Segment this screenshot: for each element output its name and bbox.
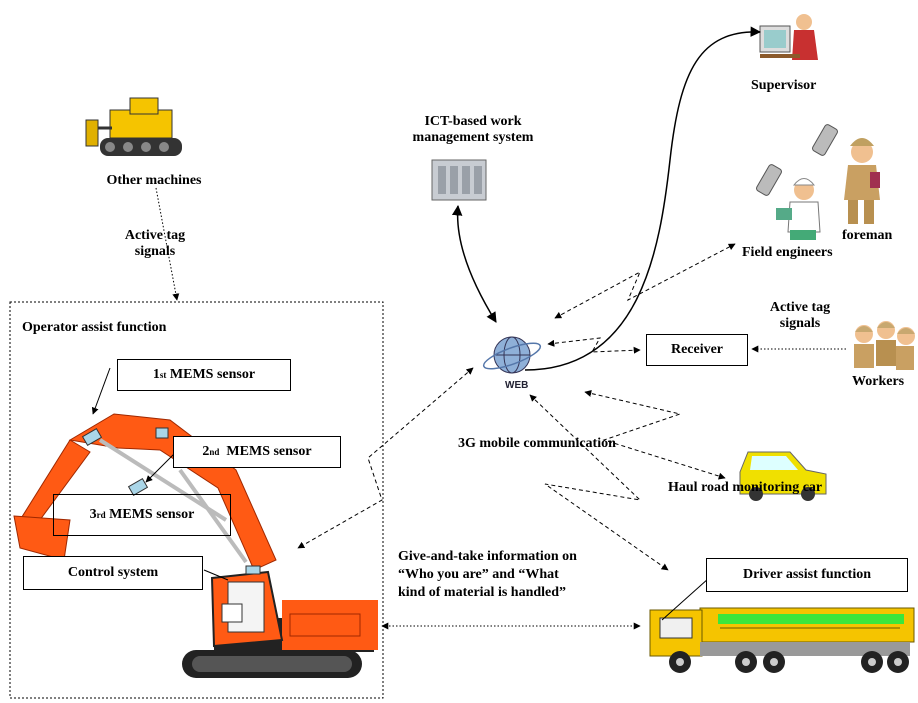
web-car-link [584,390,726,480]
other-machines-tag-line [155,187,180,301]
mems2-num: 2 [202,444,210,459]
operator-assist-title: Operator assist function [22,320,167,335]
mems3-num: 3 [89,507,97,522]
other-machines-label: Other machines [106,173,202,188]
mems1-pointer [91,367,111,415]
supervisor-label: Supervisor [751,78,817,93]
workers-icon [854,321,915,370]
give-take-line-3: kind of material is handled” [398,585,567,601]
car-icon [739,451,827,501]
control-system-box: Control system [23,556,203,590]
give-take-line-1: Give-and-take information on [398,549,577,564]
driver-assist-box: Driver assist function [706,558,908,592]
mems1-sup: st [159,370,167,380]
give-take-label: Give-and-take information on “Who you ar… [398,548,577,603]
ict-system-label: ICT-based work management system [388,114,558,146]
excavator-icon [13,413,378,678]
foreman-icon [844,138,880,224]
active-tag-left-label: Active tag signals [100,228,210,260]
mems3-sup: rd [96,510,106,520]
mems2-sup: nd [209,447,220,457]
active-tag-left-line-2: signals [134,244,176,260]
web-truck-link [529,394,669,571]
web-to-supervisor-arrow [524,26,762,371]
ict-web-arrow [451,204,497,323]
receiver-box: Receiver [646,334,748,366]
web-label: WEB [505,380,529,391]
ict-system-line-2: management system [412,130,534,146]
active-tag-left-line-1: Active tag [124,228,186,243]
operator-assist-frame [9,301,384,699]
web-receiver-link [547,337,641,354]
foreman-label: foreman [842,228,893,243]
mems1-text: MEMS sensor [166,367,256,382]
mems2-text: MEMS sensor [219,444,312,459]
bulldozer-icon [85,97,182,156]
field-engineers-label: Field engineers [742,245,833,260]
dump-truck-icon [649,607,915,673]
server-icon [431,159,487,201]
phone-icon [756,124,838,196]
active-tag-right-line-2: signals [779,316,821,332]
active-tag-right-line-1: Active tag [769,300,831,315]
supervisor-icon [759,14,818,60]
field-engineer-icon [776,178,821,240]
control-pointer [203,569,229,581]
mobile-comm-label: 3G mobile communication [458,436,616,451]
workers-label: Workers [852,374,905,389]
mems1-num: 1 [152,367,160,382]
web-globe-icon [482,336,542,374]
give-take-line-2: “Who you are” and “What [398,567,559,583]
haul-road-car-label: Haul road monitoring car [668,480,823,495]
active-tag-right-label: Active tag signals [750,300,850,332]
mems2-pointer [145,451,177,483]
mems3-text: MEMS sensor [105,507,195,522]
ict-system-line-1: ICT-based work [424,114,522,129]
